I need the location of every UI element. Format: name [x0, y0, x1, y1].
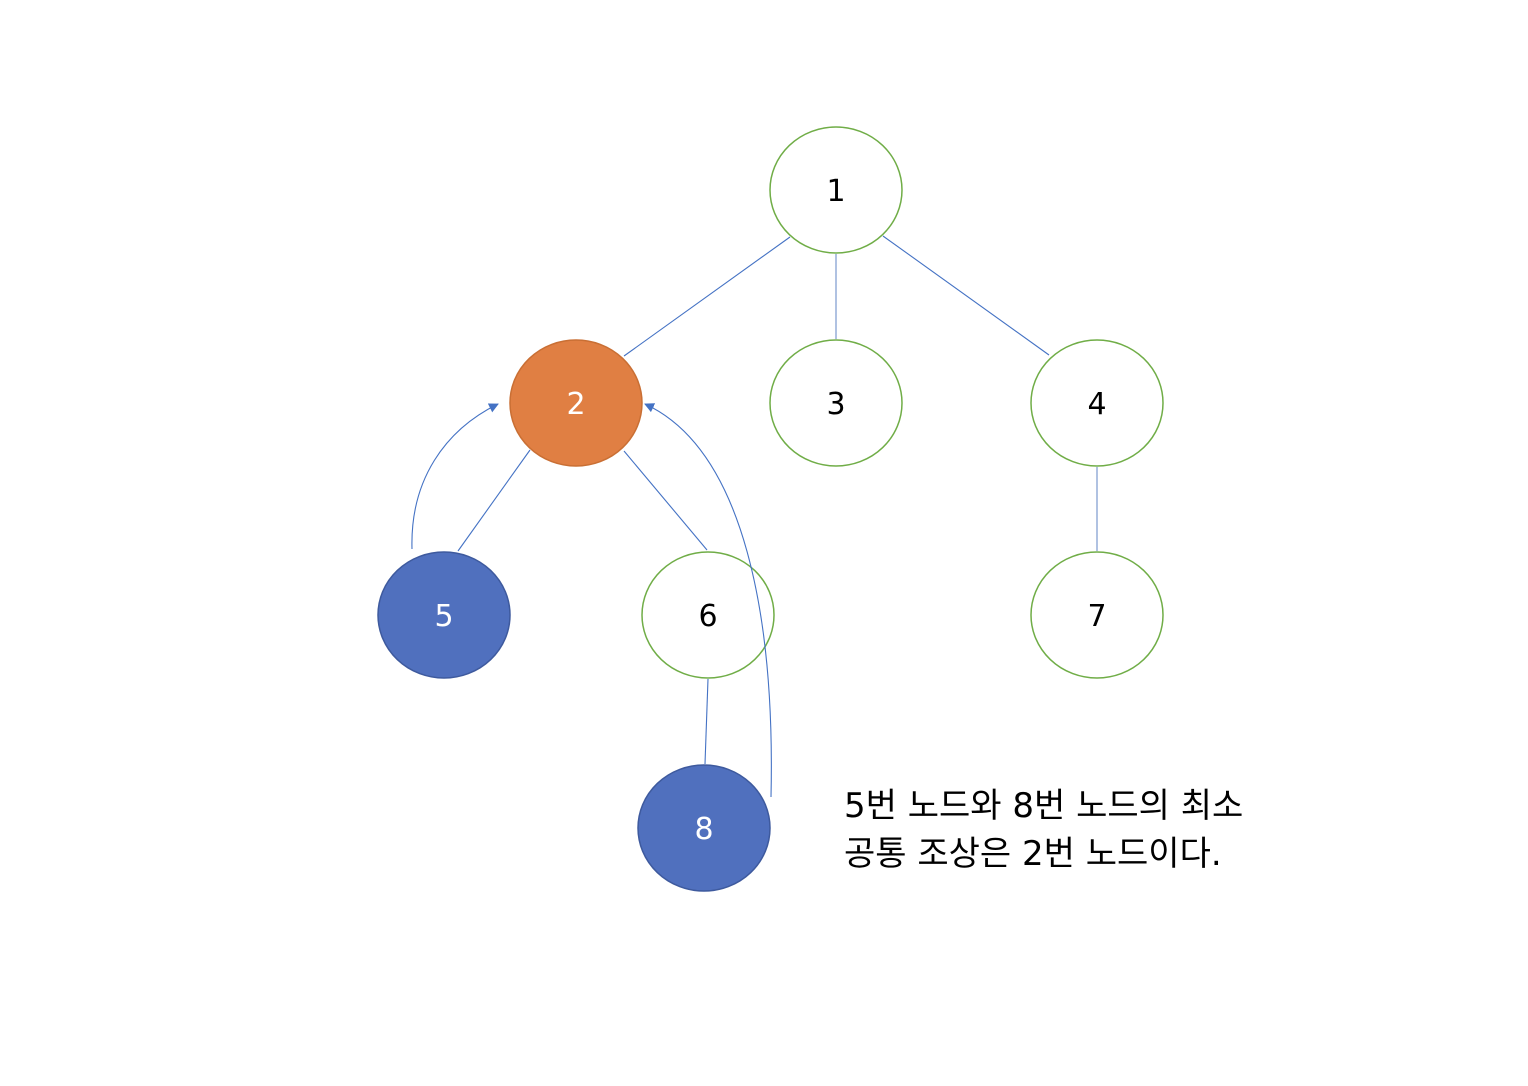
- edge-6-8: [704, 678, 709, 765]
- node-circle-2: [509, 339, 643, 467]
- edge-1-2: [623, 236, 791, 357]
- nodes: 1 2 3 4 5 6 7 8: [377, 126, 1164, 892]
- node-6: 6: [641, 551, 775, 679]
- node-label-8: 8: [694, 812, 713, 847]
- node-5: 5: [377, 551, 511, 679]
- node-label-4: 4: [1087, 387, 1106, 422]
- arrow-5-2: [411, 403, 499, 550]
- edge-2-5: [457, 449, 531, 552]
- node-3: 3: [769, 339, 903, 467]
- node-circle-7: [1030, 551, 1164, 679]
- node-label-1: 1: [826, 174, 845, 209]
- node-4: 4: [1030, 339, 1164, 467]
- node-2: 2: [509, 339, 643, 467]
- node-circle-6: [641, 551, 775, 679]
- node-label-3: 3: [826, 387, 845, 422]
- node-label-6: 6: [698, 599, 717, 634]
- node-1: 1: [769, 126, 903, 254]
- node-circle-3: [769, 339, 903, 467]
- node-label-5: 5: [434, 599, 453, 634]
- node-8: 8: [637, 764, 771, 892]
- edge-2-6: [623, 450, 708, 551]
- edge-1-4: [882, 235, 1050, 356]
- node-circle-8: [637, 764, 771, 892]
- node-7: 7: [1030, 551, 1164, 679]
- arrow-8-2: [644, 403, 772, 798]
- caption-line-2: 공통 조상은 2번 노드이다.: [844, 834, 1222, 874]
- node-label-2: 2: [566, 387, 585, 422]
- edges: [457, 235, 1098, 765]
- node-circle-4: [1030, 339, 1164, 467]
- ancestor-arrows: [411, 403, 772, 798]
- caption: 5번 노드와 8번 노드의 최소 공통 조상은 2번 노드이다.: [844, 782, 1444, 878]
- node-label-7: 7: [1087, 599, 1106, 634]
- node-circle-5: [377, 551, 511, 679]
- node-circle-1: [769, 126, 903, 254]
- caption-line-1: 5번 노드와 8번 노드의 최소: [844, 786, 1244, 826]
